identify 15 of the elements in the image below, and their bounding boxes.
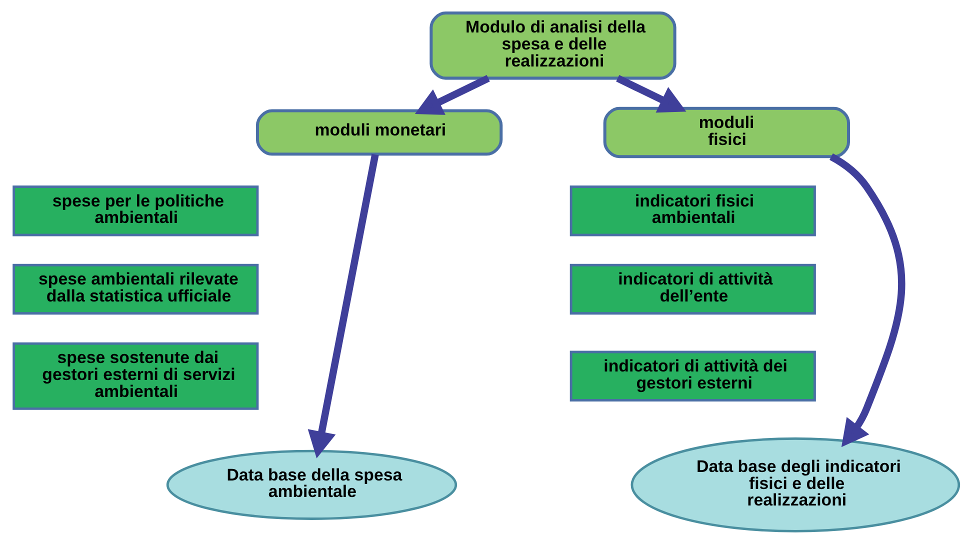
node-ellipse: Data base degli indicatori fisici e delle realizzazioni <box>630 437 960 532</box>
node-box: moduli fisici <box>603 106 850 158</box>
node-box: moduli monetari <box>256 109 503 156</box>
arrow <box>414 75 490 115</box>
node-box: indicatori fisici ambientali <box>570 186 816 236</box>
arrow <box>308 154 379 458</box>
arrow <box>616 75 686 113</box>
node-box: spese sostenute dai gestori esterni di servizi ambientali <box>12 342 259 410</box>
arrow <box>829 153 906 448</box>
node-box: indicatori di attività dell’ente <box>570 264 816 315</box>
node-box: Modulo di analisi della spesa e delle realizzazioni <box>430 12 676 80</box>
node-box: indicatori di attività dei gestori esterni <box>570 350 816 402</box>
node-box: spese per le politiche ambientali <box>12 186 259 236</box>
node-box: spese ambientali rilevate dalla statistica ufficiale <box>12 264 259 315</box>
node-ellipse: Data base della spesa ambientale <box>166 450 458 520</box>
